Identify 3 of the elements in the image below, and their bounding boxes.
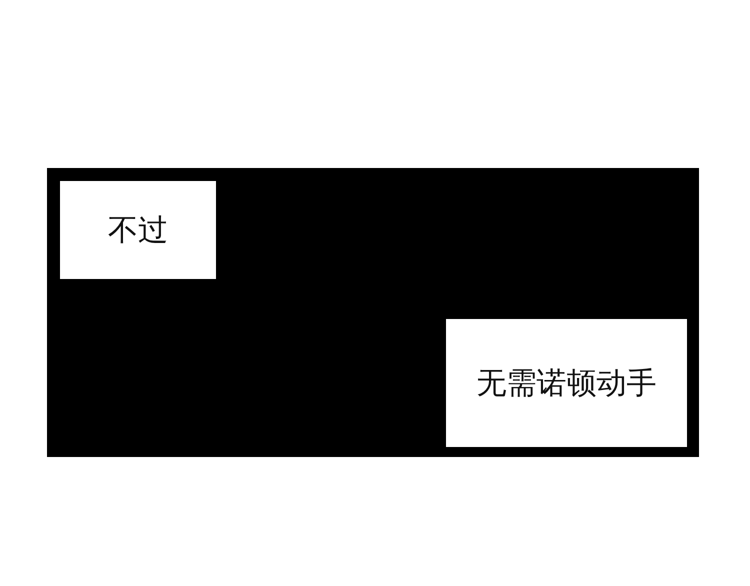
caption-box: 无需诺顿动手	[446, 319, 687, 447]
caption-box: 不过	[60, 181, 216, 279]
comic-panel	[47, 168, 699, 457]
